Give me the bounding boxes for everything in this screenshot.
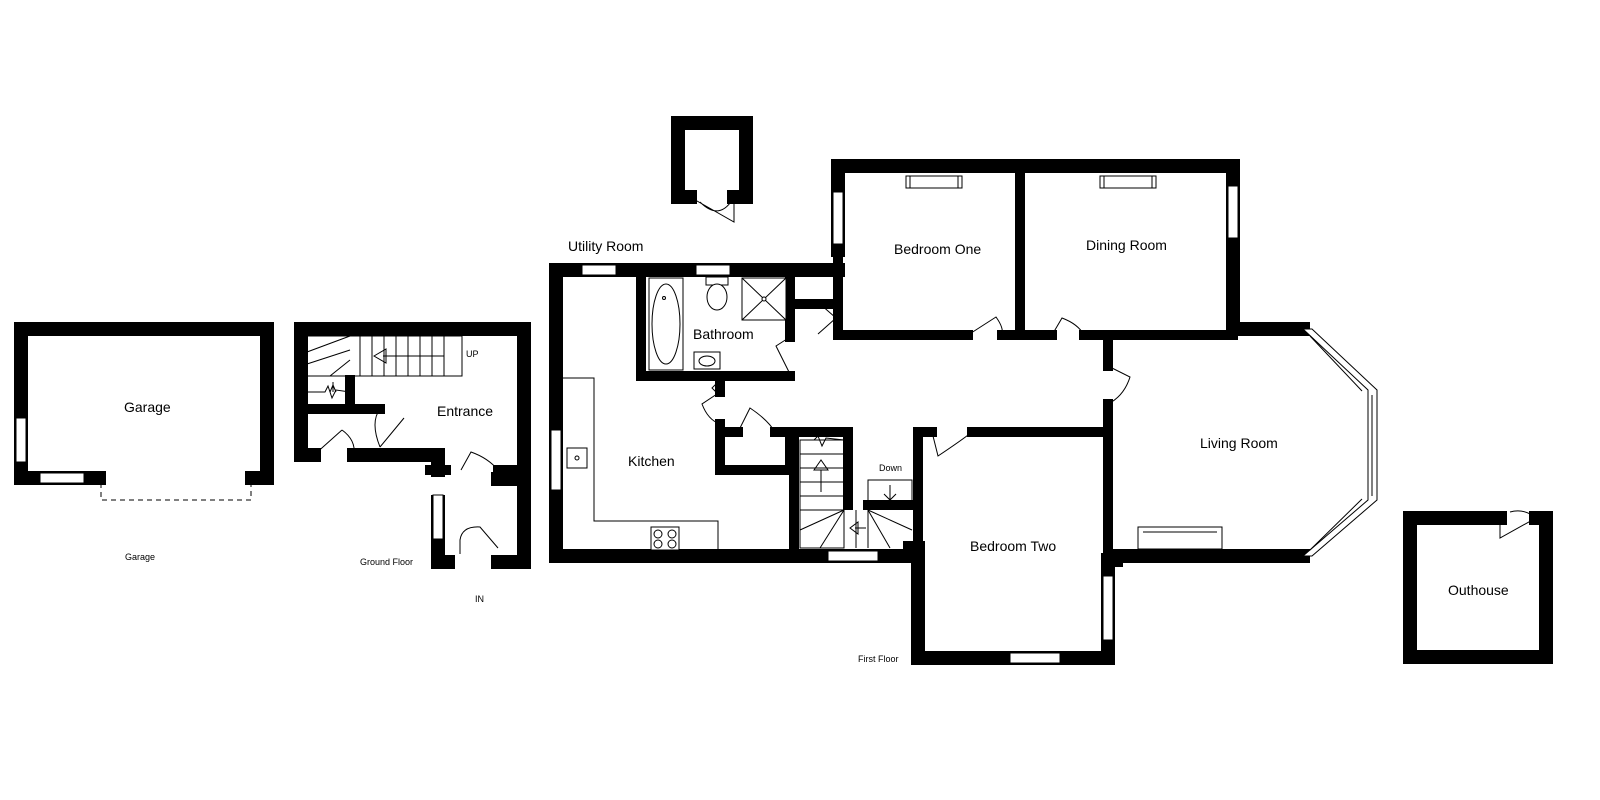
outhouse-block bbox=[1403, 510, 1553, 664]
label-bathroom: Bathroom bbox=[693, 326, 754, 342]
entrance-block bbox=[294, 322, 531, 569]
label-utility-room: Utility Room bbox=[568, 238, 643, 254]
kitchen-sink bbox=[566, 447, 588, 469]
bathtub bbox=[648, 277, 684, 371]
caption-in: IN bbox=[475, 594, 484, 604]
label-living-room: Living Room bbox=[1200, 435, 1278, 451]
entrance-door-swing-3 bbox=[460, 451, 499, 471]
entrance-window bbox=[432, 494, 444, 540]
bay-window bbox=[1301, 328, 1378, 557]
caption-garage: Garage bbox=[125, 552, 155, 562]
entrance-door-swing-1 bbox=[313, 429, 355, 456]
main-block bbox=[549, 159, 1378, 665]
garage-window-left bbox=[15, 417, 27, 463]
bedroom-one-window-left bbox=[832, 191, 844, 245]
kitchen-door-swing-1 bbox=[701, 391, 721, 425]
label-garage: Garage bbox=[124, 399, 171, 415]
store-block bbox=[671, 116, 753, 223]
label-bedroom-two: Bedroom Two bbox=[970, 538, 1056, 554]
label-outhouse: Outhouse bbox=[1448, 582, 1509, 598]
kitchen-window bbox=[550, 429, 562, 491]
label-dining-room: Dining Room bbox=[1086, 237, 1167, 253]
bedroom-two-window-bottom bbox=[1009, 652, 1061, 664]
bedroom-two-window-right bbox=[1102, 575, 1114, 641]
bathroom-window bbox=[695, 264, 731, 276]
living-fireplace bbox=[1137, 526, 1223, 550]
bedroom-one-door-swing bbox=[967, 316, 1003, 336]
first-floor-stair bbox=[799, 435, 913, 549]
toilet bbox=[706, 283, 728, 311]
stair-window bbox=[827, 550, 879, 562]
hall-door-swing bbox=[798, 303, 837, 335]
living-door-swing bbox=[1107, 365, 1131, 405]
caption-ground-floor: Ground Floor bbox=[360, 557, 413, 567]
utility-window bbox=[581, 264, 617, 276]
garage-window-bottom bbox=[39, 472, 85, 484]
dining-window-right bbox=[1227, 185, 1239, 239]
entrance-door-swing-2 bbox=[374, 408, 405, 448]
label-bedroom-one: Bedroom One bbox=[894, 241, 981, 257]
entrance-front-door bbox=[459, 526, 499, 554]
garage-door-opening bbox=[100, 483, 252, 501]
bedroom-two-door-swing bbox=[931, 431, 973, 457]
outhouse-door-swing bbox=[1499, 510, 1537, 539]
label-entrance: Entrance bbox=[437, 403, 493, 419]
stair-down-label: Down bbox=[879, 463, 902, 473]
kitchen-door-swing-2 bbox=[737, 407, 776, 433]
garage-block bbox=[14, 322, 274, 501]
caption-first-floor: First Floor bbox=[858, 654, 899, 664]
kitchen-counter bbox=[563, 377, 719, 550]
dining-door-swing bbox=[1051, 317, 1085, 336]
label-kitchen: Kitchen bbox=[628, 453, 675, 469]
kitchen-hob bbox=[650, 526, 680, 551]
entrance-stair bbox=[306, 335, 463, 400]
stair-up-label: UP bbox=[466, 349, 479, 359]
store-door-swing bbox=[689, 195, 735, 223]
bathroom-door-swing bbox=[775, 336, 793, 379]
wash-basin bbox=[693, 351, 721, 370]
